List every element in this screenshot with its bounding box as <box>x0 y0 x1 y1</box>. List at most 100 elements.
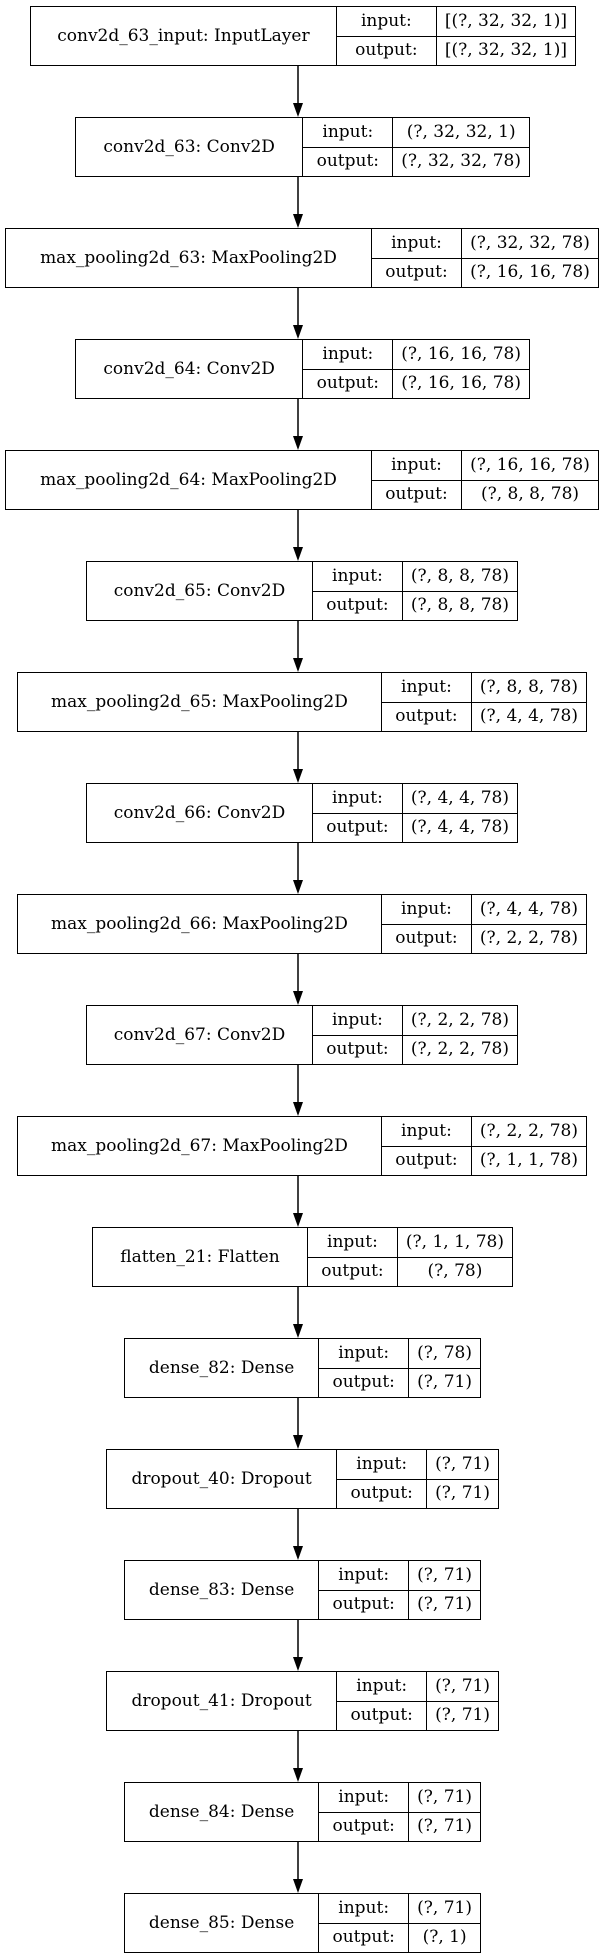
output-shape: (?, 71) <box>417 1594 472 1615</box>
output-label: output: <box>382 1146 472 1175</box>
layer-name: conv2d_63: Conv2D <box>76 118 304 176</box>
layer-name: flatten_21: Flatten <box>93 1228 308 1286</box>
layer-name: conv2d_66: Conv2D <box>87 784 313 842</box>
input-row: input: (?, 2, 2, 78) <box>313 1006 517 1035</box>
layer-name: dense_85: Dense <box>125 1894 320 1952</box>
output-label: output: <box>337 36 437 65</box>
output-shape: (?, 71) <box>435 1483 490 1504</box>
output-row: output:(?, 78) <box>307 1256 512 1286</box>
edge-arrowhead <box>293 1435 303 1449</box>
layer-ports: input:[(?, 32, 32, 1)]output: [(?, 32, 32… <box>336 7 575 65</box>
input-row: input: (?, 2, 2, 78) <box>382 1117 586 1146</box>
output-label: output: <box>319 1812 410 1841</box>
output-label: output: <box>372 258 462 287</box>
output-label: output: <box>382 702 472 731</box>
output-row: output: (?, 71) <box>319 1811 480 1841</box>
edge-arrowhead <box>293 214 303 228</box>
input-shape: [(?, 32, 32, 1)] <box>444 10 567 31</box>
output-row: output:(?, 4, 4, 78) <box>312 812 517 842</box>
input-label: input: <box>337 1450 428 1479</box>
input-row: input:(?, 71) <box>319 1561 480 1590</box>
input-row: input:(?, 71) <box>337 1672 498 1701</box>
input-label: input: <box>382 673 472 702</box>
output-shape: (?, 16, 16, 78) <box>401 373 521 394</box>
output-shape: (?, 16, 16, 78) <box>470 262 590 283</box>
output-row: output:(?, 16, 16, 78) <box>303 368 529 398</box>
input-shape: (?, 2, 2, 78) <box>410 1009 509 1030</box>
output-row: output:(?, 1, 1, 78) <box>381 1145 586 1175</box>
input-shape: (?, 71) <box>417 1786 472 1807</box>
edge-arrowhead <box>293 1879 303 1893</box>
input-label: input: <box>313 1006 403 1035</box>
layer-name: dropout_40: Dropout <box>107 1450 338 1508</box>
input-shape: (?, 16, 16, 78) <box>470 454 590 475</box>
output-label: output: <box>319 1590 410 1619</box>
input-shape: (?, 16, 16, 78) <box>401 343 521 364</box>
input-shape: (?, 78) <box>417 1342 472 1363</box>
input-row: input:(?, 71) <box>319 1894 480 1923</box>
output-row: output: (?, 2, 2, 78) <box>381 923 586 953</box>
output-label: output: <box>319 1368 410 1397</box>
layer-ports: input:(?, 71)output: (?, 71) <box>337 1672 498 1730</box>
edge-arrowhead <box>293 436 303 450</box>
output-label: output: <box>337 1479 428 1508</box>
layer-ports: input:(?, 16, 16, 78)output:(?, 8, 8, 78… <box>372 451 598 509</box>
input-label: input: <box>382 1117 472 1146</box>
input-label: input: <box>319 1339 410 1368</box>
input-row: input: (?, 16, 16, 78) <box>303 340 529 369</box>
edge-arrowhead <box>293 547 303 561</box>
output-label: output: <box>308 1257 398 1286</box>
layer-name: max_pooling2d_67: MaxPooling2D <box>18 1117 382 1175</box>
edge-arrowhead <box>293 1102 303 1116</box>
layer-name: dense_83: Dense <box>125 1561 320 1619</box>
input-row: input:(?, 71) <box>319 1783 480 1812</box>
input-row: input:(?, 71) <box>337 1450 498 1479</box>
input-label: input: <box>303 118 394 147</box>
output-shape: (?, 71) <box>417 1816 472 1837</box>
edge-arrowhead <box>293 1324 303 1338</box>
output-shape: (?, 4, 4, 78) <box>479 706 578 727</box>
output-shape: (?, 4, 4, 78) <box>410 817 509 838</box>
input-row: input:(?, 32, 32, 78) <box>372 229 598 258</box>
layer-name: dense_82: Dense <box>125 1339 320 1397</box>
input-row: input:[(?, 32, 32, 1)] <box>337 7 575 36</box>
layer-name: dense_84: Dense <box>125 1783 320 1841</box>
layer-ports: input:(?, 4, 4, 78)output:(?, 2, 2, 78) <box>381 895 586 953</box>
input-row: input: (?, 78) <box>319 1339 480 1368</box>
output-row: output:(?, 1) <box>319 1922 480 1952</box>
output-shape: (?, 2, 2, 78) <box>479 928 578 949</box>
input-shape: (?, 2, 2, 78) <box>479 1120 578 1141</box>
input-row: input: (?, 4, 4, 78) <box>313 784 517 813</box>
input-label: input: <box>303 340 394 369</box>
edge-arrowhead <box>293 1546 303 1560</box>
output-row: output:(?, 71) <box>319 1367 480 1397</box>
layer-ports: input: (?, 1, 1, 78) output:(?, 78) <box>307 1228 512 1286</box>
output-label: output: <box>382 924 472 953</box>
layer-name: conv2d_63_input: InputLayer <box>31 7 337 65</box>
input-shape: (?, 1, 1, 78) <box>405 1231 504 1252</box>
output-label: output: <box>337 1701 428 1730</box>
output-shape: (?, 8, 8, 78) <box>410 595 509 616</box>
input-label: input: <box>313 784 403 813</box>
output-row: output: (?, 71) <box>337 1478 498 1508</box>
output-label: output: <box>313 1035 403 1064</box>
input-label: input: <box>313 562 403 591</box>
input-shape: (?, 4, 4, 78) <box>410 787 509 808</box>
output-shape: (?, 8, 8, 78) <box>480 484 580 505</box>
input-shape: (?, 71) <box>435 1675 490 1696</box>
output-label: output: <box>303 147 394 176</box>
input-shape: (?, 4, 4, 78) <box>479 898 578 919</box>
input-label: input: <box>308 1228 398 1257</box>
